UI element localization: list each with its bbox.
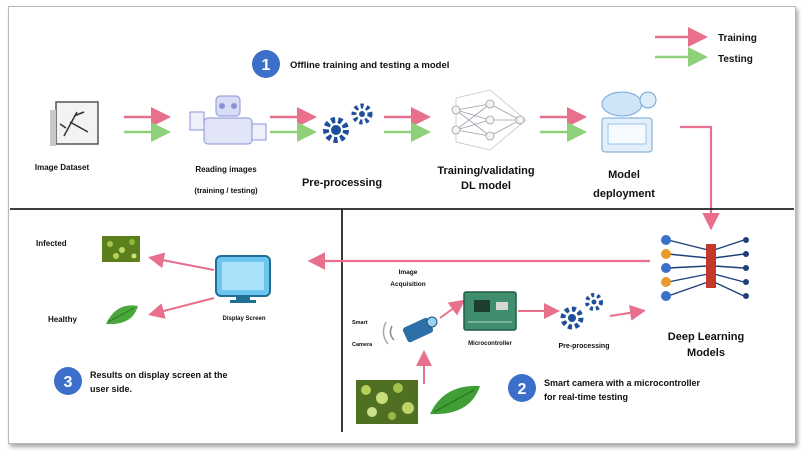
arrow-preproc-dl (609, 304, 646, 321)
step3-number: 3 (64, 374, 73, 391)
legend: Training Testing (655, 27, 757, 67)
smart-camera-icon (382, 316, 438, 345)
infected-label: Infected (36, 239, 67, 248)
preprocessing-gear-icon (323, 103, 373, 143)
reading-images-icon (189, 95, 267, 145)
diagram-frame (8, 6, 796, 444)
step2-circle (508, 374, 536, 402)
neural-network-icon (451, 89, 527, 151)
deep-learning-network-icon (661, 235, 749, 301)
reading-images-label-2: (training / testing) (194, 186, 258, 195)
healthy-leaf-icon (106, 305, 138, 325)
smart-camera-label-2: Camera (352, 342, 373, 348)
arrow-deploy-to-dl (680, 125, 720, 231)
preprocessing-gear-icon-2 (560, 293, 603, 330)
deployment-cloud-icon (601, 91, 657, 153)
reading-images-label-1: Reading images (195, 165, 257, 174)
arrow-screen-infected (148, 252, 215, 271)
acquisition-label-2: Acquisition (390, 281, 425, 288)
section3-title-1: Results on display screen at the (90, 370, 228, 380)
dl-models-label-2: Models (687, 347, 725, 359)
section3-title-2: user side. (90, 384, 132, 394)
training-label-1: Training/validating (437, 165, 534, 177)
acquisition-label-1: Image (399, 269, 418, 276)
legend-testing-label: Testing (718, 54, 753, 65)
deploy-label-1: Model (608, 169, 640, 181)
dl-models-label-1: Deep Learning (668, 331, 744, 343)
image-dataset-icon (50, 101, 99, 146)
preprocessing-label: Pre-processing (302, 177, 382, 189)
section1-header: 1 Offline training and testing a model (252, 50, 449, 78)
preprocessing-label-2: Pre-processing (559, 343, 610, 350)
step1-number: 1 (262, 57, 271, 74)
smart-camera-label-1: Smart (352, 320, 368, 326)
arrow-camera-micro (439, 299, 466, 319)
deploy-label-2: deployment (593, 188, 655, 200)
display-screen-label: Display Screen (222, 316, 265, 322)
infected-leaf-image (102, 236, 140, 262)
display-screen-icon (215, 255, 271, 303)
step2-number: 2 (518, 381, 527, 398)
microcontroller-icon (463, 291, 517, 331)
section2-title-2: for real-time testing (544, 392, 628, 402)
training-label-2: DL model (461, 180, 511, 192)
step3-circle (54, 367, 82, 395)
arrow-screen-healthy (148, 297, 215, 319)
legend-training-label: Training (718, 33, 757, 44)
step1-circle (252, 50, 280, 78)
microcontroller-label: Microcontroller (468, 341, 512, 347)
leaf-sample-icon (430, 385, 480, 415)
section2-title-1: Smart camera with a microcontroller (544, 378, 701, 388)
healthy-label: Healthy (48, 315, 77, 324)
field-leaves-image (356, 380, 418, 424)
image-dataset-label: Image Dataset (35, 163, 90, 172)
section1-title: Offline training and testing a model (290, 60, 449, 71)
